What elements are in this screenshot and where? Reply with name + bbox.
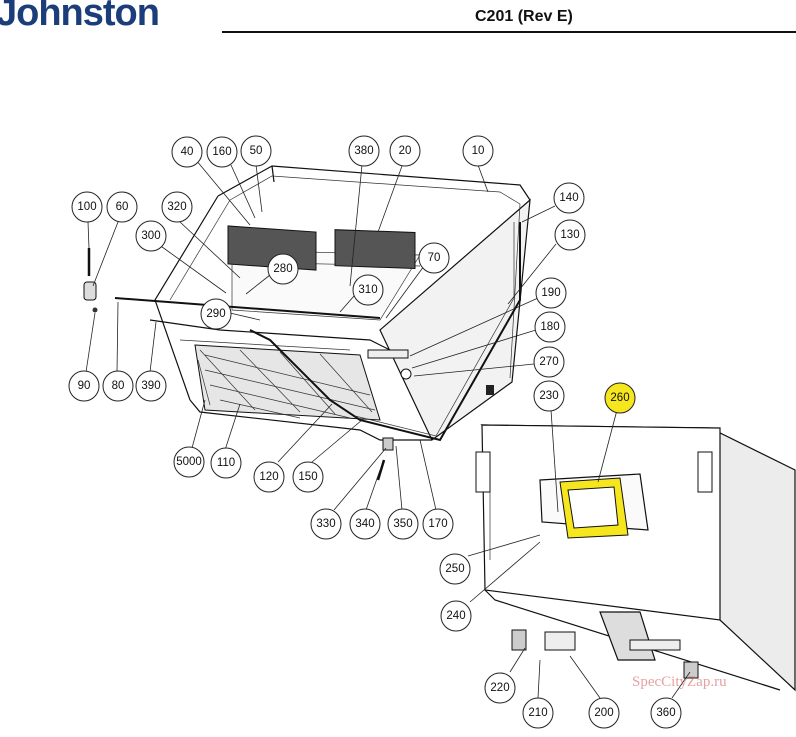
svg-text:380: 380	[354, 145, 373, 157]
svg-text:290: 290	[206, 308, 225, 320]
callout-120: 120	[253, 461, 285, 493]
leader-lines	[85, 159, 691, 699]
svg-text:80: 80	[112, 380, 125, 392]
callout-340: 340	[349, 508, 381, 540]
callout-50: 50	[240, 135, 272, 167]
svg-text:190: 190	[541, 287, 560, 299]
callout-10: 10	[462, 135, 494, 167]
svg-text:340: 340	[355, 518, 374, 530]
callout-80: 80	[102, 370, 134, 402]
callout-220: 220	[484, 672, 516, 704]
callout-40: 40	[171, 136, 203, 168]
callout-110: 110	[210, 447, 242, 479]
callout-70: 70	[418, 242, 450, 274]
svg-text:320: 320	[167, 201, 186, 213]
svg-text:330: 330	[316, 518, 335, 530]
svg-text:50: 50	[250, 145, 263, 157]
svg-text:100: 100	[77, 201, 96, 213]
box-assembly	[475, 424, 796, 692]
svg-text:390: 390	[141, 380, 160, 392]
callout-310: 310	[352, 274, 384, 306]
svg-text:10: 10	[472, 145, 485, 157]
svg-text:350: 350	[393, 518, 412, 530]
callout-60: 60	[106, 191, 138, 223]
callout-190: 190	[535, 277, 567, 309]
callout-260: 260	[604, 382, 636, 414]
callout-350: 350	[387, 508, 419, 540]
callout-300: 300	[135, 220, 167, 252]
callout-390: 390	[135, 370, 167, 402]
callout-290: 290	[200, 298, 232, 330]
svg-text:150: 150	[298, 471, 317, 483]
callout-180: 180	[534, 311, 566, 343]
callout-280: 280	[267, 253, 299, 285]
svg-text:20: 20	[399, 145, 412, 157]
hopper-assembly	[83, 165, 531, 481]
svg-text:310: 310	[358, 284, 377, 296]
svg-text:120: 120	[259, 471, 278, 483]
mesh-screen	[194, 344, 381, 421]
callout-170: 170	[422, 508, 454, 540]
callout-90: 90	[68, 370, 100, 402]
callout-5000: 5000	[173, 446, 205, 478]
svg-text:110: 110	[217, 457, 235, 469]
svg-text:250: 250	[445, 563, 464, 575]
svg-text:230: 230	[539, 390, 558, 402]
svg-text:90: 90	[78, 380, 91, 392]
watermark: SpecCityZap.ru	[632, 674, 727, 690]
svg-text:260: 260	[610, 392, 629, 404]
svg-text:210: 210	[528, 707, 547, 719]
callout-150: 150	[292, 461, 324, 493]
part-260-duct	[559, 477, 629, 539]
svg-text:130: 130	[560, 229, 579, 241]
callout-360: 360	[650, 697, 682, 729]
svg-text:300: 300	[141, 230, 160, 242]
callout-230: 230	[533, 380, 565, 412]
callout-250: 250	[439, 553, 471, 585]
callout-210: 210	[522, 697, 554, 729]
svg-text:180: 180	[540, 321, 559, 333]
svg-text:200: 200	[594, 707, 613, 719]
svg-text:140: 140	[559, 192, 578, 204]
callout-240: 240	[440, 600, 472, 632]
callout-380: 380	[348, 135, 380, 167]
document-code: C201 (Rev E)	[475, 8, 573, 25]
svg-text:270: 270	[539, 356, 558, 368]
svg-text:220: 220	[490, 682, 509, 694]
callout-320: 320	[161, 191, 193, 223]
callout-140: 140	[553, 182, 585, 214]
svg-text:360: 360	[656, 707, 675, 719]
svg-text:170: 170	[428, 518, 447, 530]
svg-text:5000: 5000	[176, 456, 202, 468]
callout-100: 100	[71, 191, 103, 223]
callout-330: 330	[310, 508, 342, 540]
brand-logo: Johnston	[0, 0, 160, 34]
header-rule	[222, 31, 796, 33]
callout-200: 200	[588, 697, 620, 729]
callout-130: 130	[554, 219, 586, 251]
svg-text:40: 40	[181, 146, 194, 158]
svg-text:280: 280	[273, 263, 292, 275]
svg-text:160: 160	[212, 146, 231, 158]
callout-270: 270	[533, 346, 565, 378]
svg-text:60: 60	[116, 201, 129, 213]
callout-160: 160	[206, 136, 238, 168]
svg-text:240: 240	[446, 610, 465, 622]
svg-text:70: 70	[428, 252, 441, 264]
callout-20: 20	[389, 135, 421, 167]
